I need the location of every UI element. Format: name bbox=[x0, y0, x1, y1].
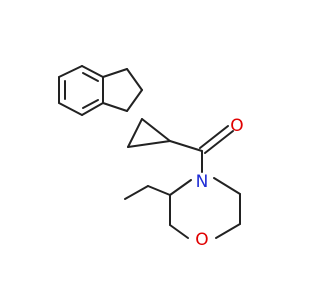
bond bbox=[58, 102, 83, 116]
bond bbox=[126, 68, 143, 91]
cyclopropane-ring bbox=[127, 118, 171, 148]
ethyl-group bbox=[124, 185, 171, 200]
atom-ring-oxygen: O bbox=[195, 230, 208, 250]
bond bbox=[127, 140, 171, 148]
bond bbox=[215, 223, 241, 239]
cyclopentane-ring bbox=[102, 68, 143, 112]
bond bbox=[169, 140, 203, 152]
bond bbox=[147, 185, 171, 196]
bond bbox=[141, 118, 171, 142]
benzene-ring bbox=[58, 65, 104, 116]
molecule-structure-diagram: O N O bbox=[58, 65, 244, 250]
atom-amide-nitrogen: N bbox=[196, 172, 209, 192]
bond bbox=[169, 179, 192, 196]
bond bbox=[213, 177, 241, 195]
bond bbox=[102, 102, 128, 112]
double-bond-inner bbox=[82, 72, 99, 82]
bond bbox=[81, 65, 104, 78]
double-bond bbox=[204, 130, 234, 154]
bond bbox=[58, 65, 83, 78]
bond bbox=[169, 224, 189, 239]
carbonyl-oxygen-label: O bbox=[230, 116, 243, 136]
double-bond-inner bbox=[82, 99, 99, 109]
bond bbox=[127, 118, 143, 148]
bond bbox=[102, 68, 128, 78]
bond bbox=[126, 89, 143, 112]
double-bond bbox=[199, 125, 229, 149]
carbonyl-group bbox=[169, 125, 234, 173]
atom-carbonyl-oxygen: O bbox=[230, 116, 243, 136]
morpholine-ring bbox=[169, 177, 241, 239]
bond bbox=[124, 185, 149, 200]
amide-nitrogen-label: N bbox=[196, 172, 209, 192]
ring-oxygen-label: O bbox=[195, 230, 208, 250]
bond bbox=[81, 102, 104, 116]
